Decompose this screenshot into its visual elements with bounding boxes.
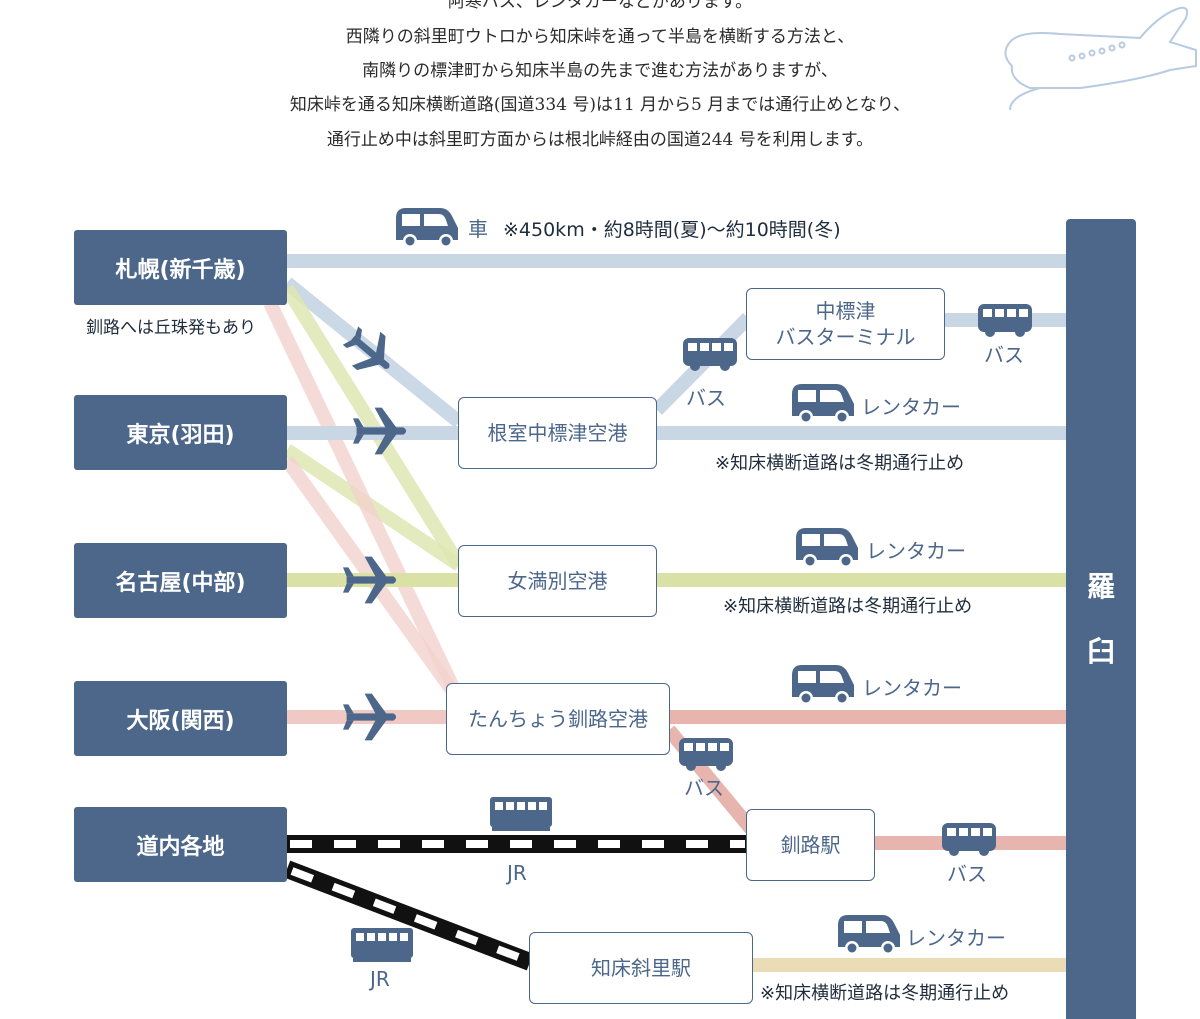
winter-closed-note-memanbetsu: ※知床横断道路は冬期通行止め <box>723 596 973 617</box>
origin-osaka: 大阪(関西) <box>74 681 287 756</box>
bus-icon <box>942 823 996 856</box>
route-memanbetsu-rentacar <box>657 573 1066 587</box>
intro-line-2: 南隣りの標津町から知床半島の先まで進む方法がありますが、 <box>362 61 838 81</box>
hub-shiretoko-shari-station: 知床斜里駅 <box>529 932 753 1004</box>
rentacar-label-memanbetsu: レンタカー <box>866 539 966 563</box>
destination-char-2: 臼 <box>1086 635 1115 668</box>
winter-closed-note-shari: ※知床横断道路は冬期通行止め <box>760 983 1010 1004</box>
hub-kushiro-airport-label: たんちょう釧路空港 <box>468 707 648 731</box>
winter-closed-note-nemuro: ※知床横断道路は冬期通行止め <box>715 453 965 474</box>
hub-kushiro-airport: たんちょう釧路空港 <box>446 683 670 755</box>
hub-nemuro-label: 根室中標津空港 <box>487 421 628 445</box>
rentacar-label-nemuro: レンタカー <box>861 395 961 419</box>
hub-kushiro-station: 釧路駅 <box>746 809 875 881</box>
car-note: ※450km・約8時間(夏)〜約10時間(冬) <box>503 219 841 241</box>
rentacar-label-kushiro: レンタカー <box>862 676 962 700</box>
origin-sapporo: 札幌(新千歳) <box>74 230 287 305</box>
origin-sapporo-label: 札幌(新千歳) <box>115 257 246 283</box>
route-nemuro-rentacar <box>657 426 1066 440</box>
hub-nakashibetsu-line2: バスターミナル <box>775 325 916 349</box>
sapporo-note: 釧路へは丘珠発もあり <box>86 318 256 338</box>
intro-line-4: 通行止め中は斜里町方面からは根北峠経由の国道244 号を利用します。 <box>326 130 874 150</box>
hub-nakashibetsu-bus-terminal: 中標津 バスターミナル <box>746 288 945 360</box>
hub-memanbetsu-airport: 女満別空港 <box>458 545 657 617</box>
hub-kushiro-station-label: 釧路駅 <box>780 833 841 857</box>
bus-label-nemuro: バス <box>686 386 726 410</box>
hub-shari-label: 知床斜里駅 <box>591 956 691 980</box>
destination-char-1: 羅 <box>1086 570 1115 603</box>
rentacar-label-shari: レンタカー <box>906 926 1006 950</box>
train-icon <box>351 928 413 962</box>
car-icon <box>792 665 854 705</box>
hub-memanbetsu-label: 女満別空港 <box>507 569 608 593</box>
car-icon <box>796 528 858 568</box>
airplane-outline-icon <box>1004 6 1197 111</box>
hub-nakashibetsu-line1: 中標津 <box>815 299 876 323</box>
origin-osaka-label: 大阪(関西) <box>126 708 235 734</box>
origin-nagoya: 名古屋(中部) <box>74 543 287 618</box>
car-icon <box>396 208 458 248</box>
route-shari-rentacar <box>751 958 1066 972</box>
airplane-icon <box>343 693 397 741</box>
jr-label-kushiro: JR <box>507 861 527 885</box>
intro-line-1: 西隣りの斜里町ウトロから知床峠を通って半島を横断する方法と、 <box>345 27 855 47</box>
origin-dounai-label: 道内各地 <box>136 834 225 860</box>
bus-icon <box>978 304 1032 337</box>
origin-nagoya-label: 名古屋(中部) <box>115 570 246 596</box>
destination-rausu-bar <box>1066 219 1136 1019</box>
origin-dounai: 道内各地 <box>74 807 287 882</box>
hub-nemuro-nakashibetsu-airport: 根室中標津空港 <box>458 397 657 469</box>
bus-label-kushiro-airport: バス <box>684 776 724 800</box>
origin-tokyo-label: 東京(羽田) <box>126 422 235 448</box>
route-kushiro-rentacar <box>669 710 1066 724</box>
intro-line-3: 知床峠を通る知床横断道路(国道334 号)は11 月から5 月までは通行止めとな… <box>289 95 911 115</box>
jr-rail-lines <box>283 835 747 971</box>
jr-label-shari: JR <box>370 967 390 991</box>
bus-label-kushiro-station: バス <box>947 862 987 886</box>
car-icon <box>838 915 900 955</box>
car-label: 車 <box>468 217 488 241</box>
car-icon <box>792 384 854 424</box>
train-icon <box>490 797 552 831</box>
bus-label-bt: バス <box>984 343 1024 367</box>
route-sapporo-car <box>287 254 1066 268</box>
intro-line-0: 阿寒バス、レンタカーなどがあります。 <box>447 0 753 12</box>
origin-tokyo: 東京(羽田) <box>74 395 287 470</box>
